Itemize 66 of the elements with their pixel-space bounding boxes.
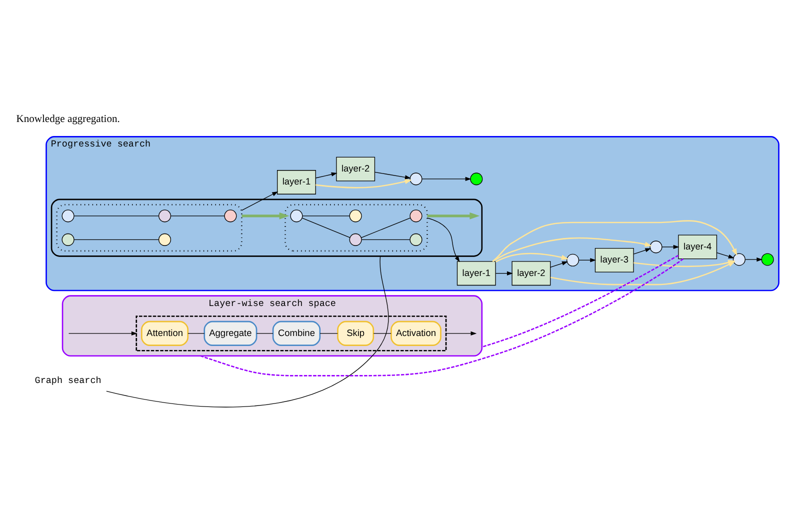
arrow <box>492 236 652 262</box>
arrow <box>744 256 763 262</box>
connector <box>482 254 679 348</box>
node-circle <box>650 240 662 253</box>
node-box: layer-1 <box>456 260 496 286</box>
arrow <box>241 190 278 210</box>
node-text: Graph search <box>34 374 102 386</box>
arrow <box>426 217 460 262</box>
connector <box>106 255 389 407</box>
connector <box>373 332 392 334</box>
arrow <box>662 244 680 249</box>
node-box: Attention <box>141 320 189 346</box>
arrow <box>242 212 290 219</box>
node-circle <box>732 252 746 266</box>
node-box: Combine <box>272 320 321 346</box>
node-circle <box>158 209 172 222</box>
connector <box>302 215 350 216</box>
arrow <box>427 212 480 219</box>
connector <box>320 332 338 334</box>
node-circle <box>62 209 74 222</box>
node-box: Activation <box>390 320 442 346</box>
cluster <box>284 204 428 252</box>
arrow <box>68 330 138 336</box>
cluster <box>136 315 447 351</box>
arrow <box>492 220 738 262</box>
cluster <box>56 204 242 252</box>
node-box: Skip <box>337 320 374 346</box>
node-box: layer-3 <box>594 247 634 272</box>
label: Knowledge aggregation. <box>16 114 120 125</box>
arrow <box>495 252 569 262</box>
arrow <box>550 260 568 268</box>
node-circle <box>410 172 422 185</box>
node-box: layer-4 <box>678 234 718 259</box>
node-circle <box>470 172 483 185</box>
node-circle <box>566 253 580 266</box>
arrow <box>315 172 338 178</box>
node-circle <box>158 232 172 246</box>
arrow <box>374 171 411 179</box>
node-circle <box>62 232 74 246</box>
arrow <box>446 330 477 336</box>
node-box: layer-2 <box>336 156 376 181</box>
arrow <box>578 258 596 262</box>
node-circle <box>349 232 362 246</box>
arrow <box>316 178 412 188</box>
connector <box>188 332 205 334</box>
node-circle <box>290 209 303 222</box>
connector <box>170 215 225 216</box>
node-box: Aggregate <box>204 320 258 346</box>
node-circle <box>410 209 422 222</box>
connector <box>302 217 350 238</box>
node-circle <box>349 209 362 222</box>
arrow <box>716 252 734 258</box>
connector <box>360 217 411 238</box>
node-circle <box>224 209 237 222</box>
connector <box>256 332 274 334</box>
node-circle <box>761 252 774 266</box>
node-box: layer-2 <box>512 260 551 286</box>
connector <box>200 258 684 376</box>
arrow <box>633 248 652 254</box>
node-circle <box>410 232 422 246</box>
connector <box>74 215 160 216</box>
arrow <box>422 176 472 181</box>
connector <box>361 238 410 240</box>
arrow <box>495 270 513 275</box>
node-box: layer-1 <box>277 170 316 194</box>
connector <box>74 238 160 240</box>
